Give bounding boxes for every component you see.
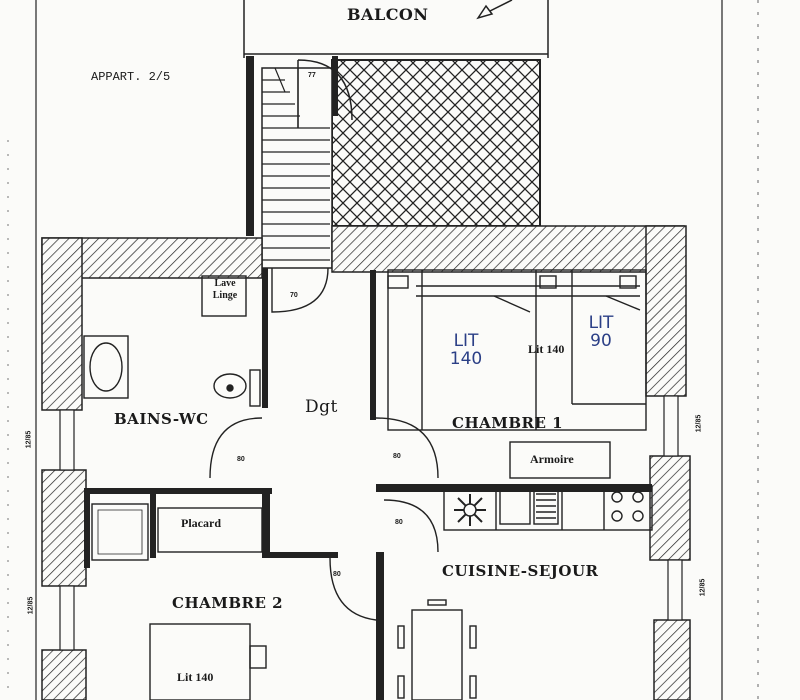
lave-linge-line1: Lave: [214, 278, 236, 289]
kitchen-counter: [443, 485, 653, 531]
balcony: [243, 0, 549, 58]
bed-label-chambre2: Lit 140: [177, 670, 214, 684]
room-label-balcon: BALCON: [347, 5, 429, 24]
apartment-label: APPART. 2/5: [91, 70, 171, 84]
armoire-label: Armoire: [530, 452, 574, 466]
lave-linge-line2: Linge: [212, 290, 238, 301]
placard-label: Placard: [181, 516, 221, 530]
window-dim-right-lower: 12/85: [699, 578, 707, 597]
room-label-chambre1: CHAMBRE 1: [452, 414, 564, 432]
dining-table: [397, 599, 477, 700]
window-dim-right-upper: 12/85: [695, 414, 703, 433]
north-arrow-head: [476, 4, 494, 20]
door-width-bath: 80: [237, 456, 245, 463]
door-width-stair-top: 77: [308, 72, 316, 79]
bed-label-chambre1: Lit 140: [528, 342, 565, 356]
door-width-ch1: 80: [393, 453, 401, 460]
door-width-ch2: 80: [333, 571, 341, 578]
hand-lit-140-size: 140: [449, 349, 483, 369]
window-dim-left-upper: 12/85: [25, 430, 33, 449]
hand-lit-140-word: LIT: [453, 331, 479, 351]
staircase: [246, 56, 353, 269]
hand-lit-90-size: 90: [590, 331, 612, 351]
placard-box: [157, 507, 263, 553]
lave-linge-label: Lave Linge: [205, 278, 245, 302]
handwritten-lit-140: LIT 140: [440, 332, 492, 368]
door-width-stair-bottom: 70: [290, 292, 298, 299]
interior-walls: [84, 268, 652, 700]
room-label-cuisine-sejour: CUISINE-SEJOUR: [442, 562, 599, 580]
void-crosshatch: [331, 59, 541, 227]
room-label-bains-wc: BAINS-WC: [114, 410, 209, 428]
beds-chambre1: [387, 269, 647, 479]
bed-chambre2: [149, 623, 267, 700]
bathroom-fixtures: [83, 275, 261, 561]
room-label-chambre2: CHAMBRE 2: [172, 594, 284, 612]
hand-lit-90-word: LIT: [588, 313, 614, 333]
window-dim-left-lower: 12/85: [27, 596, 35, 615]
handwritten-lit-90: LIT 90: [575, 314, 627, 350]
stair-door-swing: [297, 59, 353, 128]
door-width-kitchen: 80: [395, 519, 403, 526]
doors: [209, 267, 439, 621]
room-label-dgt: Dgt: [305, 397, 338, 417]
exterior-walls: [41, 225, 691, 700]
